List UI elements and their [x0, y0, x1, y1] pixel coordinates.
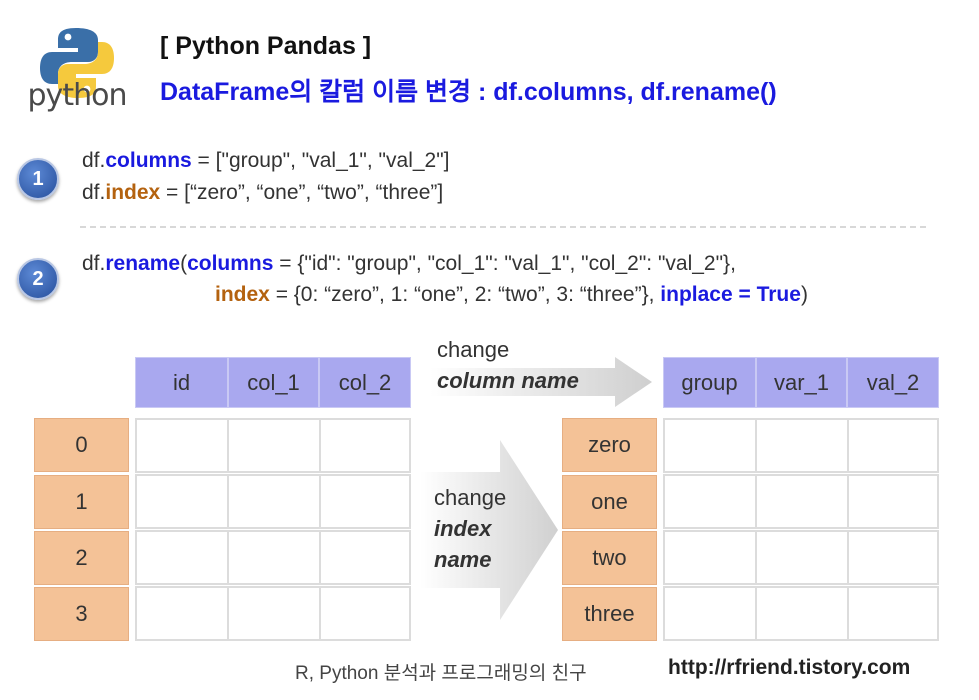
left-header-col-2: col_2	[319, 357, 411, 408]
right-data-cell	[663, 586, 757, 641]
column-arrow-label: change column name	[437, 337, 579, 393]
left-data-cell	[319, 418, 411, 473]
footer-text: R, Python 분석과 프로그래밍의 친구	[295, 663, 587, 684]
right-index-one: one	[562, 475, 657, 529]
left-data-cell	[135, 586, 229, 641]
right-data-cell	[755, 474, 849, 529]
right-header-var-1: var_1	[756, 357, 847, 408]
right-data-cell	[663, 474, 757, 529]
step-1-badge: 1	[17, 158, 59, 200]
code-1-line-2: df.index = [“zero”, “one”, “two”, “three…	[82, 181, 444, 204]
title-line-1: [ Python Pandas ]	[160, 32, 372, 60]
code-2-line-1: df.rename(columns = {"id": "group", "col…	[82, 252, 736, 275]
index-arrow-label: change index name	[434, 485, 507, 572]
dashed-divider	[80, 226, 926, 228]
right-header-group: group	[663, 357, 756, 408]
left-header-col-1: col_1	[228, 357, 319, 408]
left-data-cell	[135, 530, 229, 585]
right-data-cell	[847, 418, 939, 473]
left-data-cell	[319, 474, 411, 529]
left-data-cell	[227, 474, 321, 529]
right-index-two: two	[562, 531, 657, 585]
right-data-cell	[847, 474, 939, 529]
right-data-cell	[663, 530, 757, 585]
python-logo: python	[14, 20, 140, 120]
footer-url: http://rfriend.tistory.com	[668, 656, 911, 679]
left-index-1: 1	[34, 475, 129, 529]
left-data-cell	[227, 586, 321, 641]
right-data-cell	[755, 586, 849, 641]
right-data-cell	[755, 530, 849, 585]
left-header-id: id	[135, 357, 228, 408]
python-snake-icon	[40, 28, 114, 98]
right-index-three: three	[562, 587, 657, 641]
right-index-zero: zero	[562, 418, 657, 472]
left-index-3: 3	[34, 587, 129, 641]
column-arrow-icon	[430, 357, 652, 407]
title-line-2: DataFrame의 칼럼 이름 변경 : df.columns, df.ren…	[160, 78, 777, 106]
left-data-cell	[227, 418, 321, 473]
left-index-2: 2	[34, 531, 129, 585]
right-header-val-2: val_2	[847, 357, 939, 408]
right-data-cell	[847, 530, 939, 585]
code-1-line-1: df.columns = ["group", "val_1", "val_2"]	[82, 149, 450, 172]
step-2-badge: 2	[17, 258, 59, 300]
left-data-cell	[319, 530, 411, 585]
code-2-line-2: index = {0: “zero”, 1: “one”, 2: “two”, …	[215, 283, 808, 306]
right-data-cell	[755, 418, 849, 473]
right-data-cell	[847, 586, 939, 641]
left-data-cell	[135, 474, 229, 529]
right-data-cell	[663, 418, 757, 473]
left-data-cell	[135, 418, 229, 473]
left-data-cell	[319, 586, 411, 641]
index-arrow-icon	[420, 440, 558, 620]
python-wordmark: python	[27, 78, 128, 113]
left-index-0: 0	[34, 418, 129, 472]
